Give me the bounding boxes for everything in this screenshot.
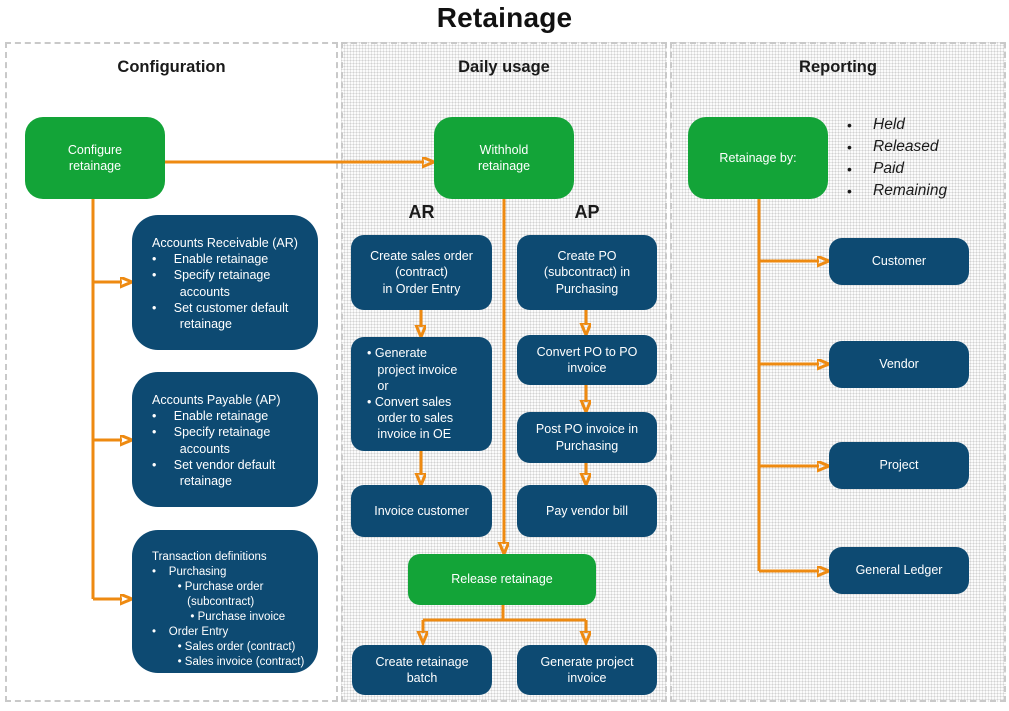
list-item: Released [845, 136, 1005, 158]
node-withhold-retainage: Withhold retainage [434, 117, 574, 199]
node-post-po-invoice: Post PO invoice in Purchasing [517, 412, 657, 463]
node-accounts-receivable: Accounts Receivable (AR) • Enable retain… [132, 215, 318, 350]
node-report-general-ledger: General Ledger [829, 547, 969, 594]
list-item: Paid [845, 158, 1005, 180]
node-release-retainage: Release retainage [408, 554, 596, 605]
node-generate-or-convert-invoice: • Generate project invoice or • Convert … [351, 337, 492, 451]
node-create-po: Create PO (subcontract) in Purchasing [517, 235, 657, 310]
node-configure-retainage: Configure retainage [25, 117, 165, 199]
node-transaction-definitions: Transaction definitions • Purchasing • P… [132, 530, 318, 673]
node-convert-po-invoice: Convert PO to PO invoice [517, 335, 657, 385]
node-retainage-by: Retainage by: [688, 117, 828, 199]
list-item: Held [845, 114, 1005, 136]
page-title: Retainage [436, 2, 573, 33]
node-accounts-payable: Accounts Payable (AP) • Enable retainage… [132, 372, 318, 507]
panel-reporting-title: Reporting [799, 58, 877, 76]
list-item: Remaining [845, 180, 1005, 202]
node-invoice-customer: Invoice customer [351, 485, 492, 537]
column-label-ar: AR [408, 202, 435, 222]
node-report-customer: Customer [829, 238, 969, 285]
node-report-vendor: Vendor [829, 341, 969, 388]
node-pay-vendor-bill: Pay vendor bill [517, 485, 657, 537]
node-report-project: Project [829, 442, 969, 489]
column-label-ap: AP [574, 202, 600, 222]
panel-configuration-title: Configuration [117, 58, 226, 76]
node-generate-project-invoice: Generate project invoice [517, 645, 657, 695]
node-create-retainage-batch: Create retainage batch [352, 645, 492, 695]
panel-daily-usage-title: Daily usage [458, 58, 550, 76]
report-metrics-list: HeldReleasedPaidRemaining [845, 114, 1005, 202]
node-create-sales-order: Create sales order (contract) in Order E… [351, 235, 492, 310]
